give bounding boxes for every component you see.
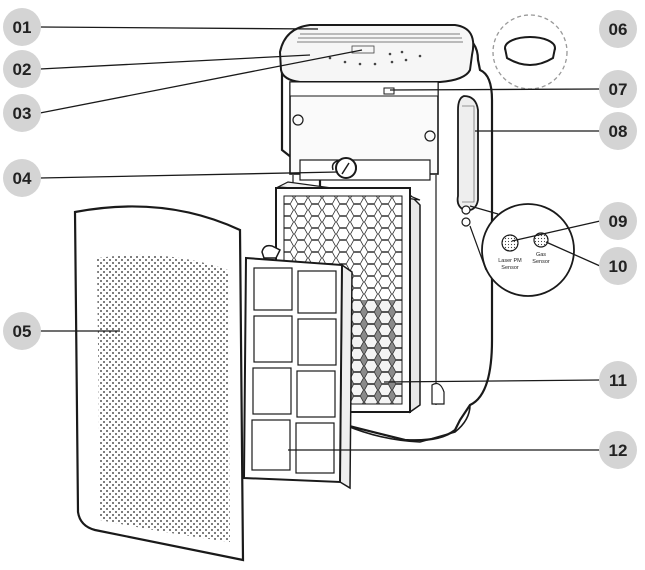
side-grip: [456, 95, 479, 212]
callout-12-label: 12: [609, 441, 628, 460]
front-cover: [73, 205, 245, 562]
callout-10: 10: [599, 247, 637, 285]
callout-06-label: 06: [609, 20, 628, 39]
laser-pm-sensor-label-1: Laser PM: [498, 258, 522, 264]
sensor-closeup: Laser PM Sensor Gas Sensor: [469, 203, 575, 297]
callout-12: 12: [599, 431, 637, 469]
callout-01-label: 01: [13, 18, 32, 37]
laser-pm-sensor-label-2: Sensor: [501, 265, 519, 271]
callout-03-label: 03: [13, 104, 32, 123]
callout-04-label: 04: [13, 169, 32, 188]
callout-09-label: 09: [609, 212, 628, 231]
callout-03: 03: [3, 94, 41, 132]
callout-02-label: 02: [13, 60, 32, 79]
gas-sensor-label-1: Gas: [536, 252, 546, 258]
callout-05-label: 05: [13, 322, 32, 341]
callout-10-label: 10: [609, 257, 628, 276]
callout-07: 07: [599, 70, 637, 108]
gas-sensor-label-2: Sensor: [532, 259, 550, 265]
filter-handle: [331, 157, 358, 179]
callout-01: 01: [3, 8, 41, 46]
gas-sensor-port: [461, 217, 471, 227]
laser-pm-sensor-port: [461, 205, 471, 215]
callout-11: 11: [599, 361, 637, 399]
laser-pm-sensor-icon: [501, 234, 519, 252]
callout-11-label: 11: [609, 371, 627, 390]
callout-05: 05: [3, 312, 41, 350]
callout-06: 06: [599, 10, 637, 48]
filter-lid-inset: [492, 14, 568, 90]
callout-08-label: 08: [609, 122, 628, 141]
leader-lines: [39, 26, 601, 451]
gas-sensor-icon: [533, 232, 549, 248]
callout-07-label: 07: [609, 80, 628, 99]
callout-02: 02: [3, 50, 41, 88]
callout-04: 04: [3, 159, 41, 197]
control-panel: [328, 45, 422, 66]
sensor-slot-07: [383, 87, 395, 95]
callout-08: 08: [599, 112, 637, 150]
callout-09: 09: [599, 202, 637, 240]
pre-filter: [242, 244, 353, 490]
